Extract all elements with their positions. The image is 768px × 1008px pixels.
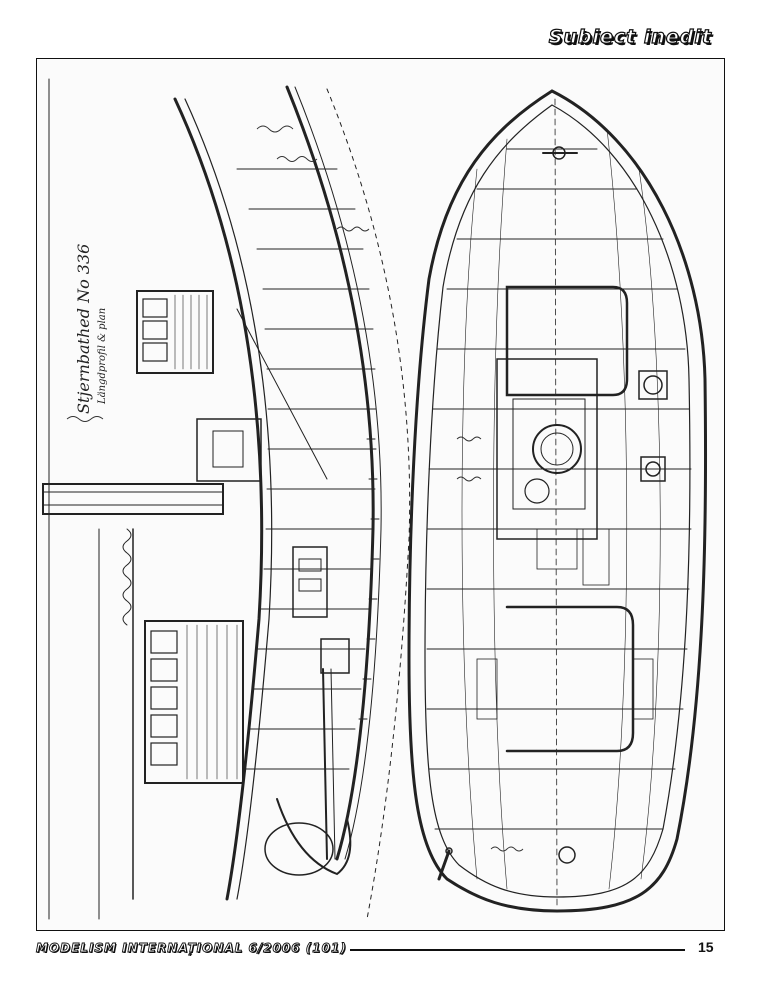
section-title: Subiect inedit (548, 25, 712, 48)
handwritten-annotations (66, 125, 524, 852)
plan-caption-title: Stjernbathed No 336 (74, 244, 93, 414)
deck-plan (407, 89, 708, 913)
boat-blueprint: Stjernbathed No 336 Längdprofil & plan (42, 78, 708, 920)
boat-plan-drawing: Stjernbathed No 336 Längdprofil & plan (36, 58, 725, 931)
page-number: 15 (698, 939, 714, 955)
plan-caption-subtitle: Längdprofil & plan (97, 308, 108, 405)
side-profile (42, 78, 411, 920)
publication-footer: MODELISM INTERNAȚIONAL 6/2006 (101) (36, 941, 347, 956)
footer-divider (350, 949, 685, 951)
